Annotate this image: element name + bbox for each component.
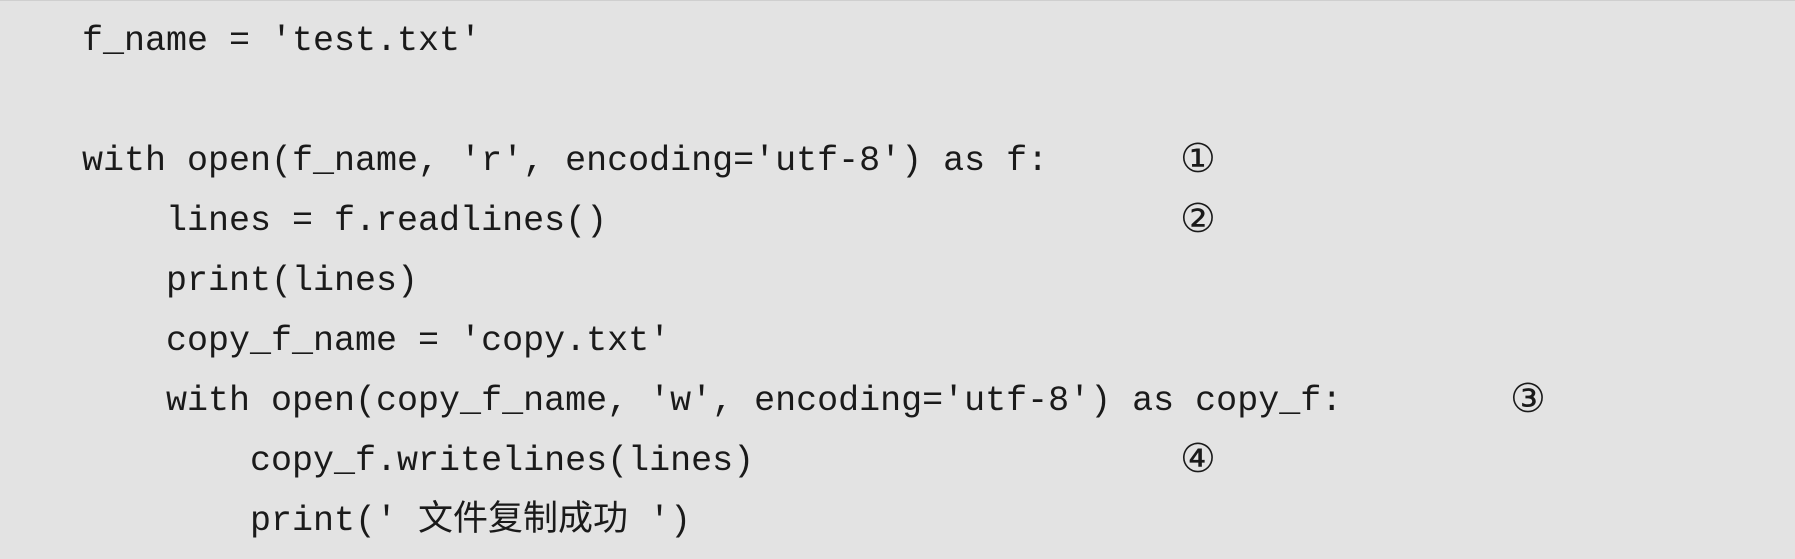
annotation-marker-2: ②: [1180, 196, 1216, 242]
annotation-marker-4: ④: [1180, 436, 1216, 482]
code-line-2: with open(f_name, 'r', encoding='utf-8')…: [82, 141, 1049, 181]
code-line-3: lines = f.readlines(): [82, 201, 608, 241]
code-line-1: f_name = 'test.txt': [82, 21, 482, 61]
code-line-8: print(' 文件复制成功 '): [82, 501, 692, 541]
annotation-marker-1: ①: [1180, 136, 1216, 182]
annotation-marker-3: ③: [1510, 376, 1546, 422]
code-line-4: print(lines): [82, 261, 419, 301]
code-line-7: copy_f.writelines(lines): [82, 441, 755, 481]
code-line-6: with open(copy_f_name, 'w', encoding='ut…: [82, 381, 1343, 421]
code-line-5: copy_f_name = 'copy.txt': [82, 321, 671, 361]
